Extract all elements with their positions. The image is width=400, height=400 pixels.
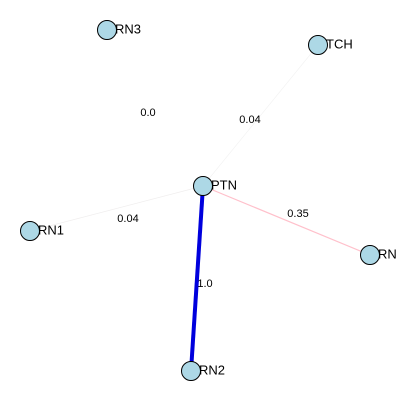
node-label: PTN xyxy=(211,177,237,192)
edge-ptn-rn2 xyxy=(189,185,205,372)
node-label: TCH xyxy=(326,36,353,51)
edge-weight-label: 0.35 xyxy=(287,208,308,220)
node-tch[interactable]: TCH xyxy=(308,35,353,55)
node-circle[interactable] xyxy=(97,20,117,40)
node-rn[interactable]: RN xyxy=(360,245,397,265)
node-label: RN1 xyxy=(38,222,64,237)
edges-layer xyxy=(29,29,371,372)
edge-ptn-rn xyxy=(202,185,371,256)
edge-weight-label: 0.0 xyxy=(140,107,155,119)
node-ptn[interactable]: PTN xyxy=(193,176,238,196)
edge-labels-layer: 0.0 0.04 0.04 0.35 1.0 xyxy=(117,107,308,290)
edge-ptn-rn3 xyxy=(106,29,204,187)
node-circle[interactable] xyxy=(20,221,40,241)
edge-weight-label: 1.0 xyxy=(197,278,212,290)
node-label: RN2 xyxy=(199,362,225,377)
node-circle[interactable] xyxy=(181,361,201,381)
edge-weight-label: 0.04 xyxy=(117,213,138,225)
edge-weight-label: 0.04 xyxy=(239,114,260,126)
node-rn2[interactable]: RN2 xyxy=(181,361,226,381)
node-rn3[interactable]: RN3 xyxy=(97,20,142,40)
node-label: RN xyxy=(378,246,397,261)
node-circle[interactable] xyxy=(308,35,328,55)
edge-ptn-rn1 xyxy=(29,185,204,232)
node-label: RN3 xyxy=(115,21,141,36)
node-circle[interactable] xyxy=(360,245,380,265)
node-rn1[interactable]: RN1 xyxy=(20,221,65,241)
edge-ptn-tch xyxy=(202,44,319,187)
node-circle[interactable] xyxy=(193,176,213,196)
